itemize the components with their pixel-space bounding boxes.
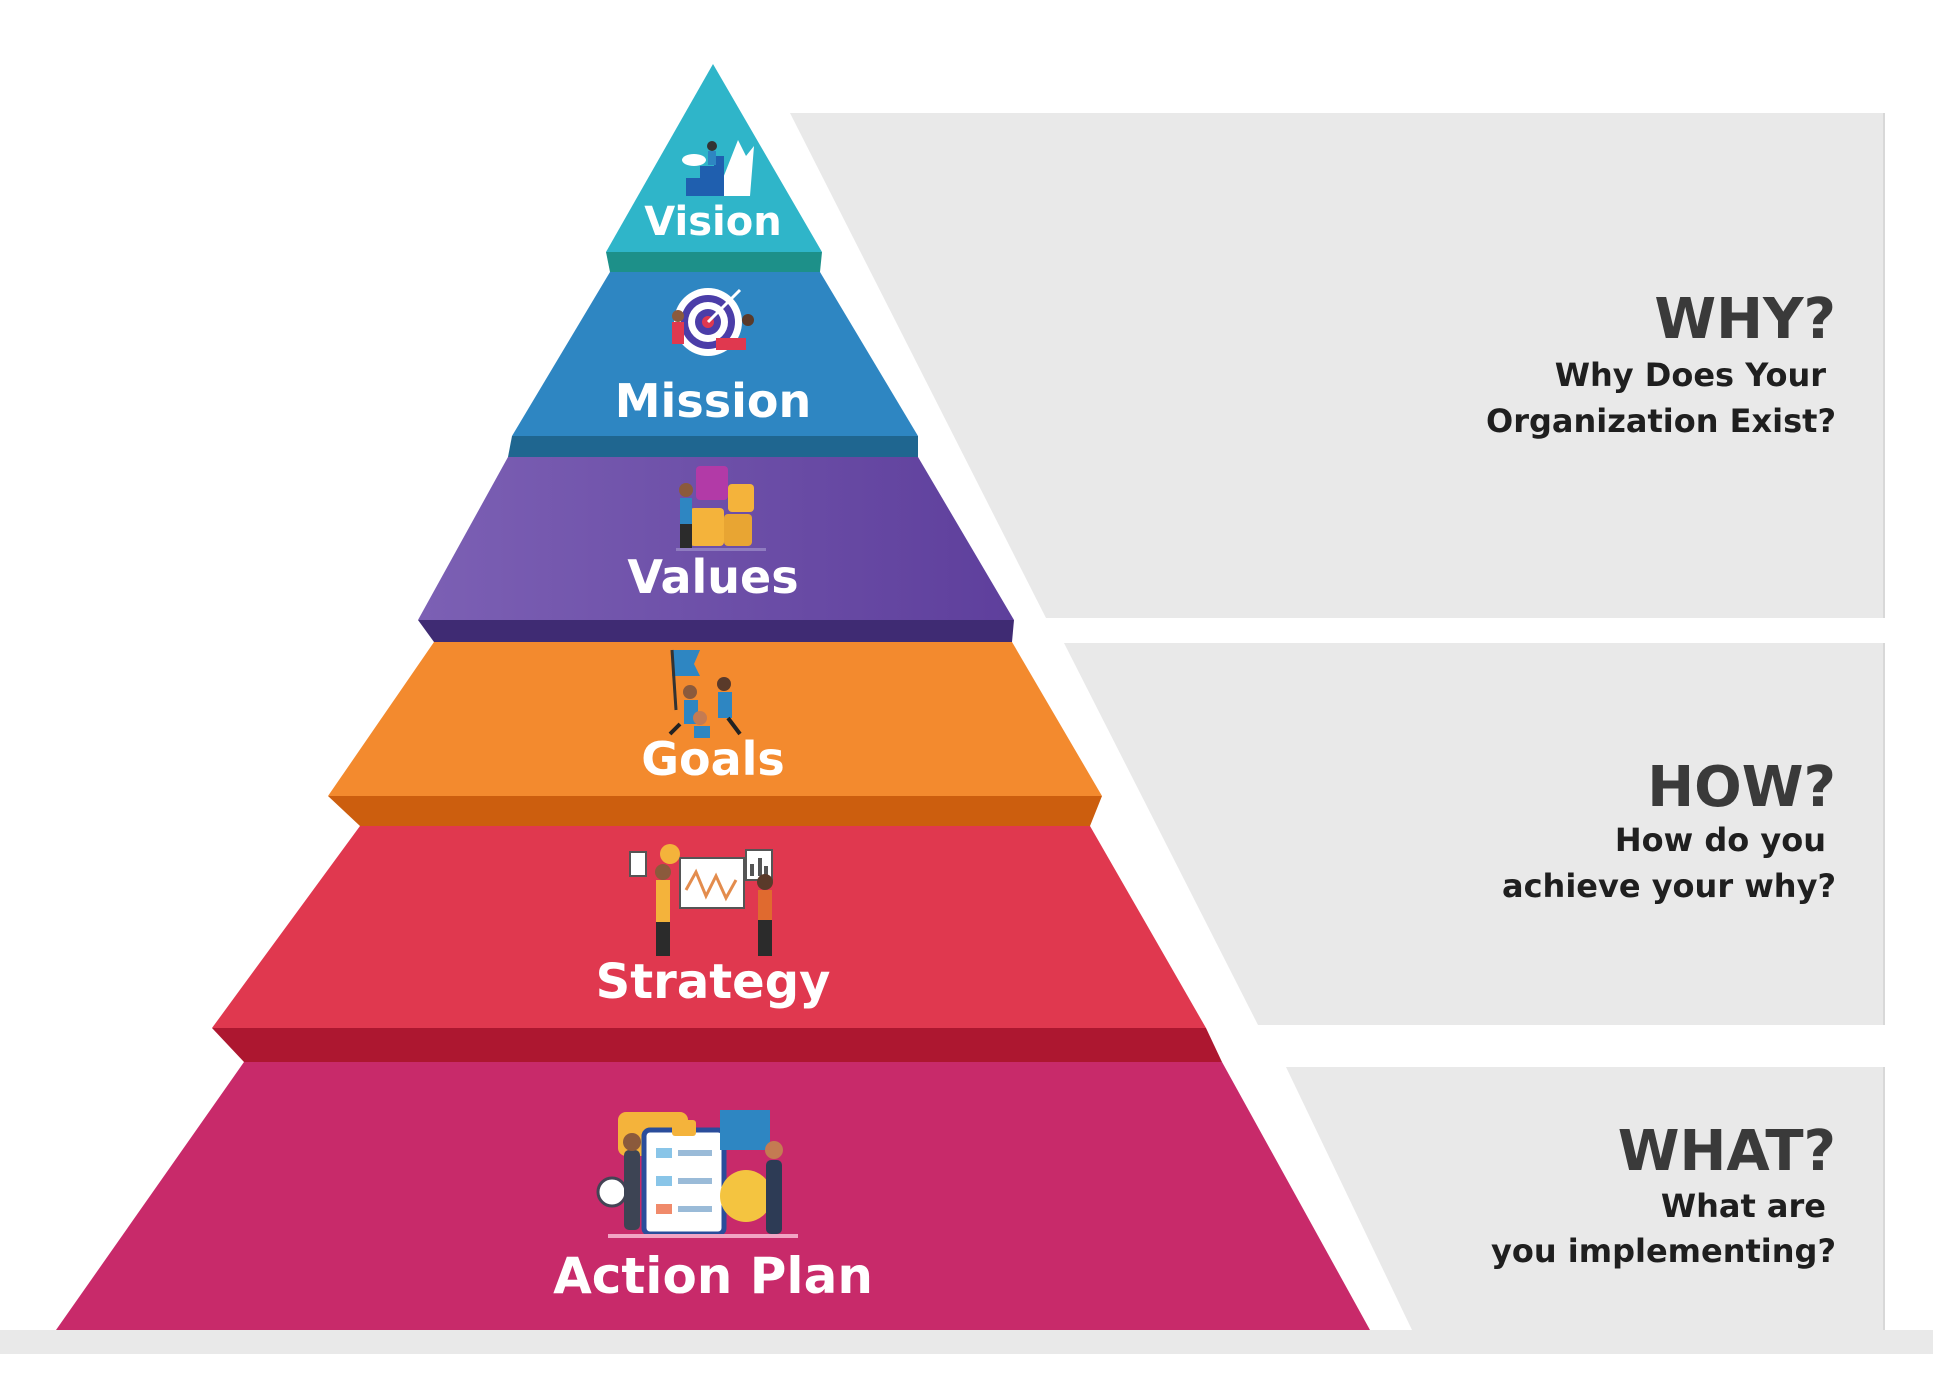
panel-why-line1: Why Does Your <box>1555 356 1827 394</box>
level-goals-shadow <box>328 796 1102 826</box>
level-values-shadow <box>418 620 1014 642</box>
level-goals-face <box>328 642 1102 796</box>
base-floor <box>0 1330 1933 1354</box>
panel-what-line1: What are <box>1661 1187 1826 1225</box>
panel-how-heading: HOW? <box>1647 755 1836 820</box>
panel-how-line2: achieve your why? <box>1502 867 1836 905</box>
panel-how-line1: How do you <box>1615 821 1826 859</box>
panel-what-bg <box>1286 1067 1884 1330</box>
mountain-summit-icon <box>682 140 754 196</box>
panel-why-heading: WHY? <box>1654 287 1836 352</box>
panel-how: HOW? How do you achieve your why? <box>1064 643 1885 1025</box>
panel-why-bg <box>790 113 1884 618</box>
level-vision-shadow <box>606 252 822 272</box>
level-vision: Vision <box>606 64 822 252</box>
level-action-plan: Action Plan <box>56 1062 1370 1330</box>
level-mission: Mission <box>512 272 918 436</box>
checklist-clipboard-icon <box>596 1110 798 1238</box>
level-strategy-face <box>212 826 1206 1028</box>
level-action-plan-label: Action Plan <box>553 1247 873 1305</box>
panel-how-bg <box>1064 643 1884 1025</box>
level-goals: Goals <box>328 642 1102 796</box>
level-vision-label: Vision <box>644 199 781 245</box>
panel-what-line2: you implementing? <box>1491 1232 1836 1270</box>
level-mission-label: Mission <box>615 374 811 428</box>
presentation-board-icon <box>629 844 773 956</box>
team-flag-icon <box>668 649 742 738</box>
panel-why: WHY? Why Does Your Organization Exist? <box>790 113 1885 618</box>
panel-why-line2: Organization Exist? <box>1486 402 1836 440</box>
target-team-icon <box>672 288 754 356</box>
level-strategy-shadow <box>212 1028 1222 1062</box>
level-goals-label: Goals <box>641 732 785 786</box>
level-values-label: Values <box>627 550 798 604</box>
level-values: Values <box>418 457 1014 620</box>
puzzle-pieces-icon <box>676 466 766 551</box>
level-strategy: Strategy <box>212 826 1206 1028</box>
level-mission-shadow <box>508 436 918 457</box>
level-strategy-label: Strategy <box>596 954 831 1010</box>
panel-what-heading: WHAT? <box>1618 1119 1836 1184</box>
panel-what: WHAT? What are you implementing? <box>1286 1067 1885 1330</box>
